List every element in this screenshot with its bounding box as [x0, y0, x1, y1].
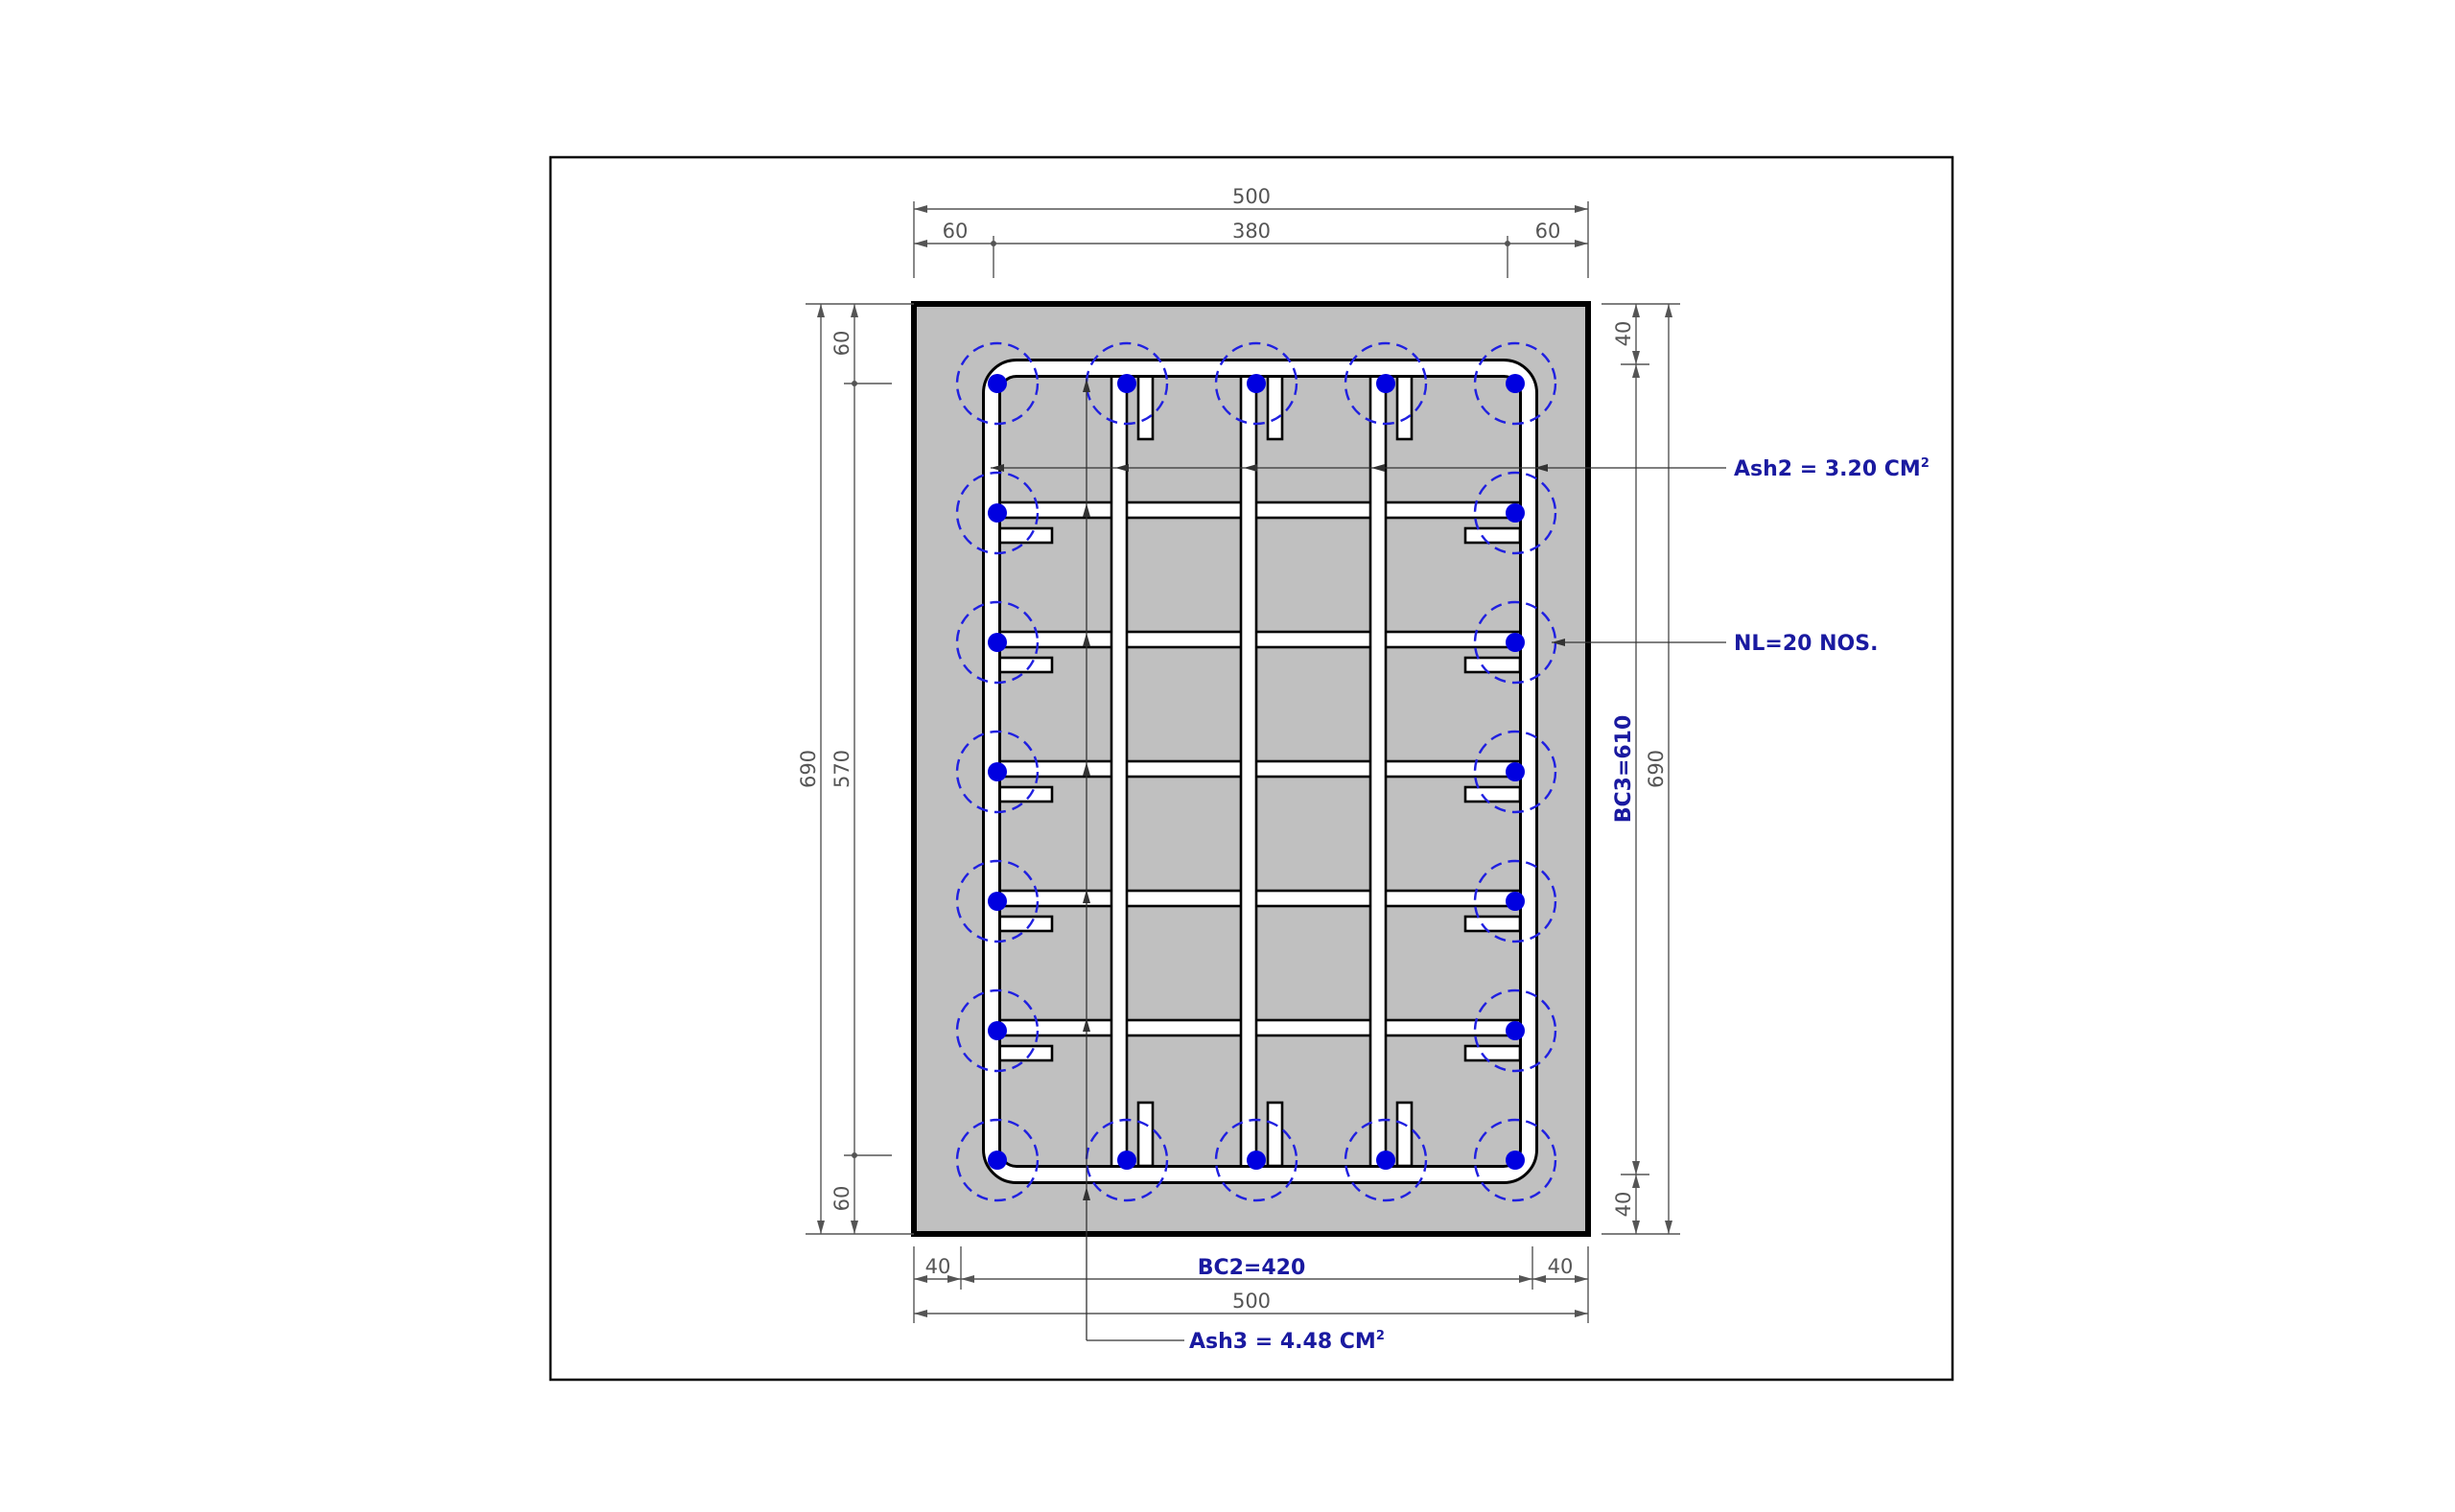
nl-label: NL=20 NOS.: [1734, 632, 1878, 656]
tie-hook-bottom: [1136, 1101, 1155, 1168]
confinement-circle: [1344, 341, 1428, 426]
longitudinal-bar: [1506, 503, 1525, 523]
longitudinal-bar: [988, 892, 1007, 911]
ash2-superscript: 2: [1921, 456, 1929, 471]
tie-hook-bottom: [1395, 1101, 1414, 1168]
tie-hook-left: [995, 526, 1054, 545]
dim-top-left-cover: 60: [943, 220, 969, 243]
dim-right-top-cover: 40: [1612, 321, 1635, 347]
tie-hook-right: [1463, 785, 1522, 803]
dim-left-overall: 690: [797, 750, 820, 788]
dim-right-overall: 690: [1645, 750, 1668, 788]
dim-left-top-cover: 60: [830, 331, 853, 357]
dim-top-right-cover: 60: [1535, 220, 1561, 243]
longitudinal-bar: [1117, 374, 1136, 393]
confinement-circle: [955, 859, 1040, 943]
longitudinal-bar: [988, 762, 1007, 781]
tie-hook-left: [995, 1044, 1054, 1062]
longitudinal-bar: [1506, 1151, 1525, 1170]
longitudinal-bar: [1506, 374, 1525, 393]
horizontal-cross-tie: [995, 1018, 1525, 1037]
dim-bottom-left-cover: 40: [925, 1255, 951, 1278]
bc2-label: BC2=420: [1198, 1256, 1306, 1280]
longitudinal-bar: [988, 633, 1007, 652]
ash3-superscript: 2: [1376, 1329, 1385, 1343]
horizontal-cross-tie: [995, 500, 1525, 520]
ash3-label: Ash3 = 4.48 CM2: [1189, 1329, 1385, 1354]
vertical-cross-tie: [1239, 374, 1258, 1170]
longitudinal-bar: [1247, 374, 1266, 393]
confinement-circle: [1344, 1118, 1428, 1202]
dimension-lines: [806, 201, 1680, 1323]
ash2-label: Ash2 = 3.20 CM2: [1734, 456, 1929, 481]
longitudinal-bar: [1376, 1151, 1395, 1170]
confinement-circle: [1473, 1118, 1557, 1202]
longitudinal-bar: [1506, 1021, 1525, 1040]
confinement-circle: [955, 1118, 1040, 1202]
tie-hook-left: [995, 785, 1054, 803]
longitudinal-bar: [988, 374, 1007, 393]
longitudinal-bar: [1376, 374, 1395, 393]
confinement-circle: [1473, 730, 1557, 814]
tie-hook-right: [1463, 915, 1522, 933]
longitudinal-bar: [1247, 1151, 1266, 1170]
tie-hook-top: [1395, 374, 1414, 441]
tie-hook-top: [1266, 374, 1284, 441]
tie-hook-right: [1463, 656, 1522, 674]
tie-hook-bottom: [1266, 1101, 1284, 1168]
confinement-circle: [1473, 859, 1557, 943]
tie-hook-right: [1463, 526, 1522, 545]
confinement-circle: [1214, 341, 1298, 426]
annotation-leaders: [991, 379, 1726, 1341]
horizontal-cross-tie: [995, 889, 1525, 908]
longitudinal-bar: [1506, 892, 1525, 911]
confinement-circle: [955, 600, 1040, 685]
confinement-circle: [1085, 1118, 1169, 1202]
bc3-label: BC3=610: [1612, 715, 1636, 824]
confinement-circle: [1085, 341, 1169, 426]
tie-hook-top: [1136, 374, 1155, 441]
tie-hook-right: [1463, 1044, 1522, 1062]
tie-hook-left: [995, 915, 1054, 933]
longitudinal-bar: [988, 503, 1007, 523]
confinement-circle: [955, 730, 1040, 814]
dim-left-middle: 570: [830, 750, 853, 788]
horizontal-cross-tie: [995, 630, 1525, 649]
confinement-circle: [955, 989, 1040, 1073]
dim-right-bottom-cover: 40: [1612, 1192, 1635, 1218]
confinement-circle: [1473, 341, 1557, 426]
vertical-cross-tie: [1110, 374, 1129, 1170]
longitudinal-bar: [988, 1021, 1007, 1040]
confinement-circle: [955, 471, 1040, 555]
dim-bottom-overall: 500: [1232, 1290, 1271, 1313]
longitudinal-bars: [955, 341, 1557, 1202]
dim-top-overall: 500: [1232, 185, 1271, 208]
longitudinal-bar: [988, 1151, 1007, 1170]
confinement-circle: [1473, 471, 1557, 555]
longitudinal-bar: [1506, 762, 1525, 781]
longitudinal-bar: [1506, 633, 1525, 652]
dim-top-middle: 380: [1232, 220, 1271, 243]
confinement-circle: [955, 341, 1040, 426]
tie-hook-left: [995, 656, 1054, 674]
confinement-circle: [1214, 1118, 1298, 1202]
dim-left-bottom-cover: 60: [830, 1186, 853, 1212]
confinement-circle: [1473, 989, 1557, 1073]
horizontal-cross-tie: [995, 759, 1525, 779]
longitudinal-bar: [1117, 1151, 1136, 1170]
vertical-cross-tie: [1368, 374, 1388, 1170]
dim-bottom-right-cover: 40: [1548, 1255, 1574, 1278]
